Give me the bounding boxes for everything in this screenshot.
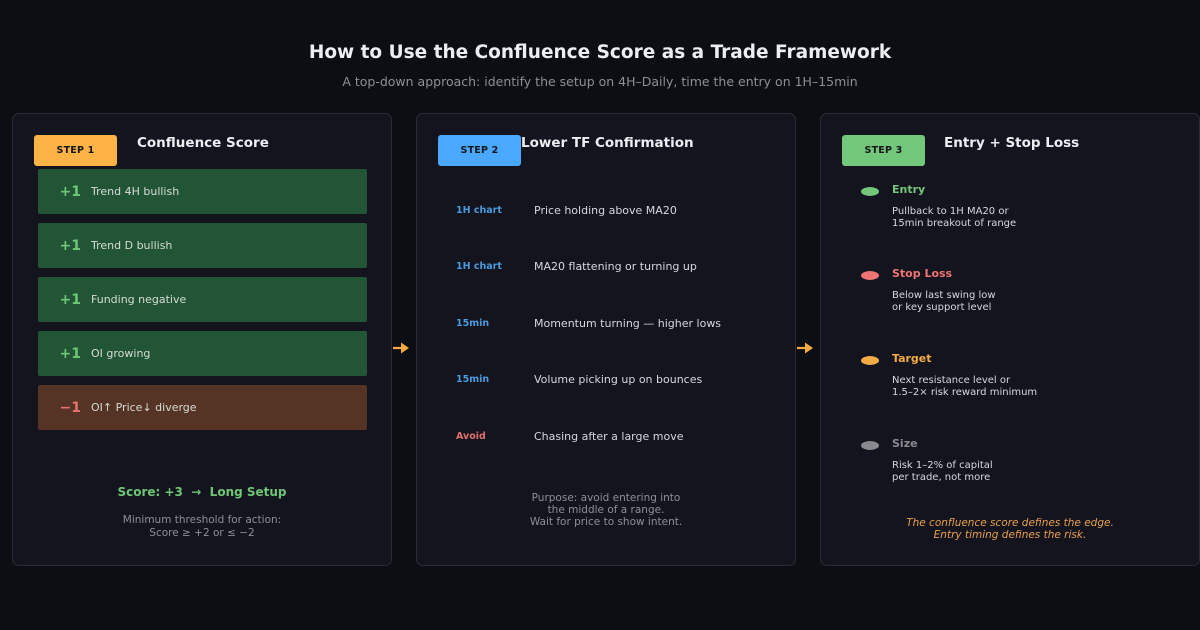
confirmation-text: MA20 flattening or turning up: [534, 259, 697, 273]
size-label: Size: [892, 437, 918, 450]
confirmation-row: 1H chart Price holding above MA20: [417, 200, 795, 220]
confluence-factor-list: +1 Trend 4H bullish +1 Trend D bullish +…: [38, 169, 367, 439]
timeframe-tag: 15min: [456, 317, 490, 329]
purpose-line: Purpose: avoid entering into: [531, 492, 681, 504]
step3-panel: STEP 3 Entry + Stop Loss Entry Pullback …: [820, 113, 1200, 566]
step1-panel: STEP 1 Confluence Score +1 Trend 4H bull…: [12, 113, 392, 566]
entry-desc: Pullback to 1H MA20 or 15min breakout of…: [892, 206, 1017, 229]
timeframe-tag: 1H chart: [456, 260, 502, 272]
confirmation-row: 15min Volume picking up on bounces: [417, 369, 795, 389]
step3-title: Entry + Stop Loss: [944, 135, 1080, 151]
factor-row: +1 OI growing: [38, 331, 367, 376]
score-summary: Score: +3 → Long Setup: [117, 485, 287, 499]
factor-row: +1 Funding negative: [38, 277, 367, 322]
arrow-right-icon: [797, 342, 813, 354]
factor-label: OI growing: [91, 347, 151, 360]
confirmation-text: Price holding above MA20: [534, 203, 677, 217]
purpose-note: Purpose: avoid entering into the middle …: [417, 492, 795, 528]
size-dot-icon: [861, 441, 879, 450]
factor-score: +1: [59, 291, 81, 308]
factor-label: Trend 4H bullish: [91, 185, 180, 198]
confirmation-text: Chasing after a large move: [534, 429, 684, 443]
timeframe-tag: 1H chart: [456, 204, 502, 216]
threshold-line: Score ≥ +2 or ≤ −2: [149, 526, 255, 539]
arrow-right-icon: [393, 342, 409, 354]
target-dot-icon: [861, 356, 879, 365]
page-title: How to Use the Confluence Score as a Tra…: [308, 42, 892, 63]
summary-quote: The confluence score defines the edge. E…: [821, 517, 1199, 541]
avoid-tag: Avoid: [456, 430, 486, 442]
step1-title: Confluence Score: [137, 135, 269, 151]
threshold-note: Minimum threshold for action: Score ≥ +2…: [13, 514, 391, 539]
factor-score: +1: [59, 345, 81, 362]
step1-badge: STEP 1: [34, 135, 117, 166]
target-label: Target: [892, 352, 932, 365]
confirmation-row: 15min Momentum turning — higher lows: [417, 313, 795, 333]
target-desc: Next resistance level or 1.5–2× risk rew…: [892, 375, 1038, 398]
confirmation-row: 1H chart MA20 flattening or turning up: [417, 256, 795, 276]
quote-line: The confluence score defines the edge.: [906, 517, 1114, 529]
size-desc: Risk 1–2% of capital per trade, not more: [892, 460, 993, 483]
confirmation-text: Momentum turning — higher lows: [534, 316, 722, 330]
step2-title: Lower TF Confirmation: [521, 135, 694, 151]
factor-label: Trend D bullish: [91, 239, 173, 252]
step3-badge: STEP 3: [842, 135, 925, 166]
confirmation-text: Volume picking up on bounces: [534, 372, 703, 386]
factor-row: +1 Trend 4H bullish: [38, 169, 367, 214]
factor-label: OI↑ Price↓ diverge: [91, 401, 197, 414]
page-subtitle: A top-down approach: identify the setup …: [342, 74, 858, 89]
avoid-row: Avoid Chasing after a large move: [417, 426, 795, 446]
factor-row: −1 OI↑ Price↓ diverge: [38, 385, 367, 430]
factor-row: +1 Trend D bullish: [38, 223, 367, 268]
purpose-line: Wait for price to show intent.: [529, 516, 683, 528]
step2-panel: STEP 2 Lower TF Confirmation 1H chart Pr…: [416, 113, 796, 566]
entry-label: Entry: [892, 183, 926, 196]
threshold-line: Minimum threshold for action:: [122, 514, 282, 526]
purpose-line: the middle of a range.: [547, 504, 665, 516]
factor-score: −1: [59, 399, 81, 416]
factor-label: Funding negative: [91, 293, 187, 306]
factor-score: +1: [59, 237, 81, 254]
timeframe-tag: 15min: [456, 373, 490, 385]
factor-score: +1: [59, 183, 81, 200]
stop-loss-label: Stop Loss: [892, 267, 953, 280]
stop-loss-dot-icon: [861, 271, 879, 280]
entry-dot-icon: [861, 187, 879, 196]
stop-loss-desc: Below last swing low or key support leve…: [892, 290, 996, 313]
step2-badge: STEP 2: [438, 135, 521, 166]
quote-line: Entry timing defines the risk.: [933, 529, 1087, 541]
